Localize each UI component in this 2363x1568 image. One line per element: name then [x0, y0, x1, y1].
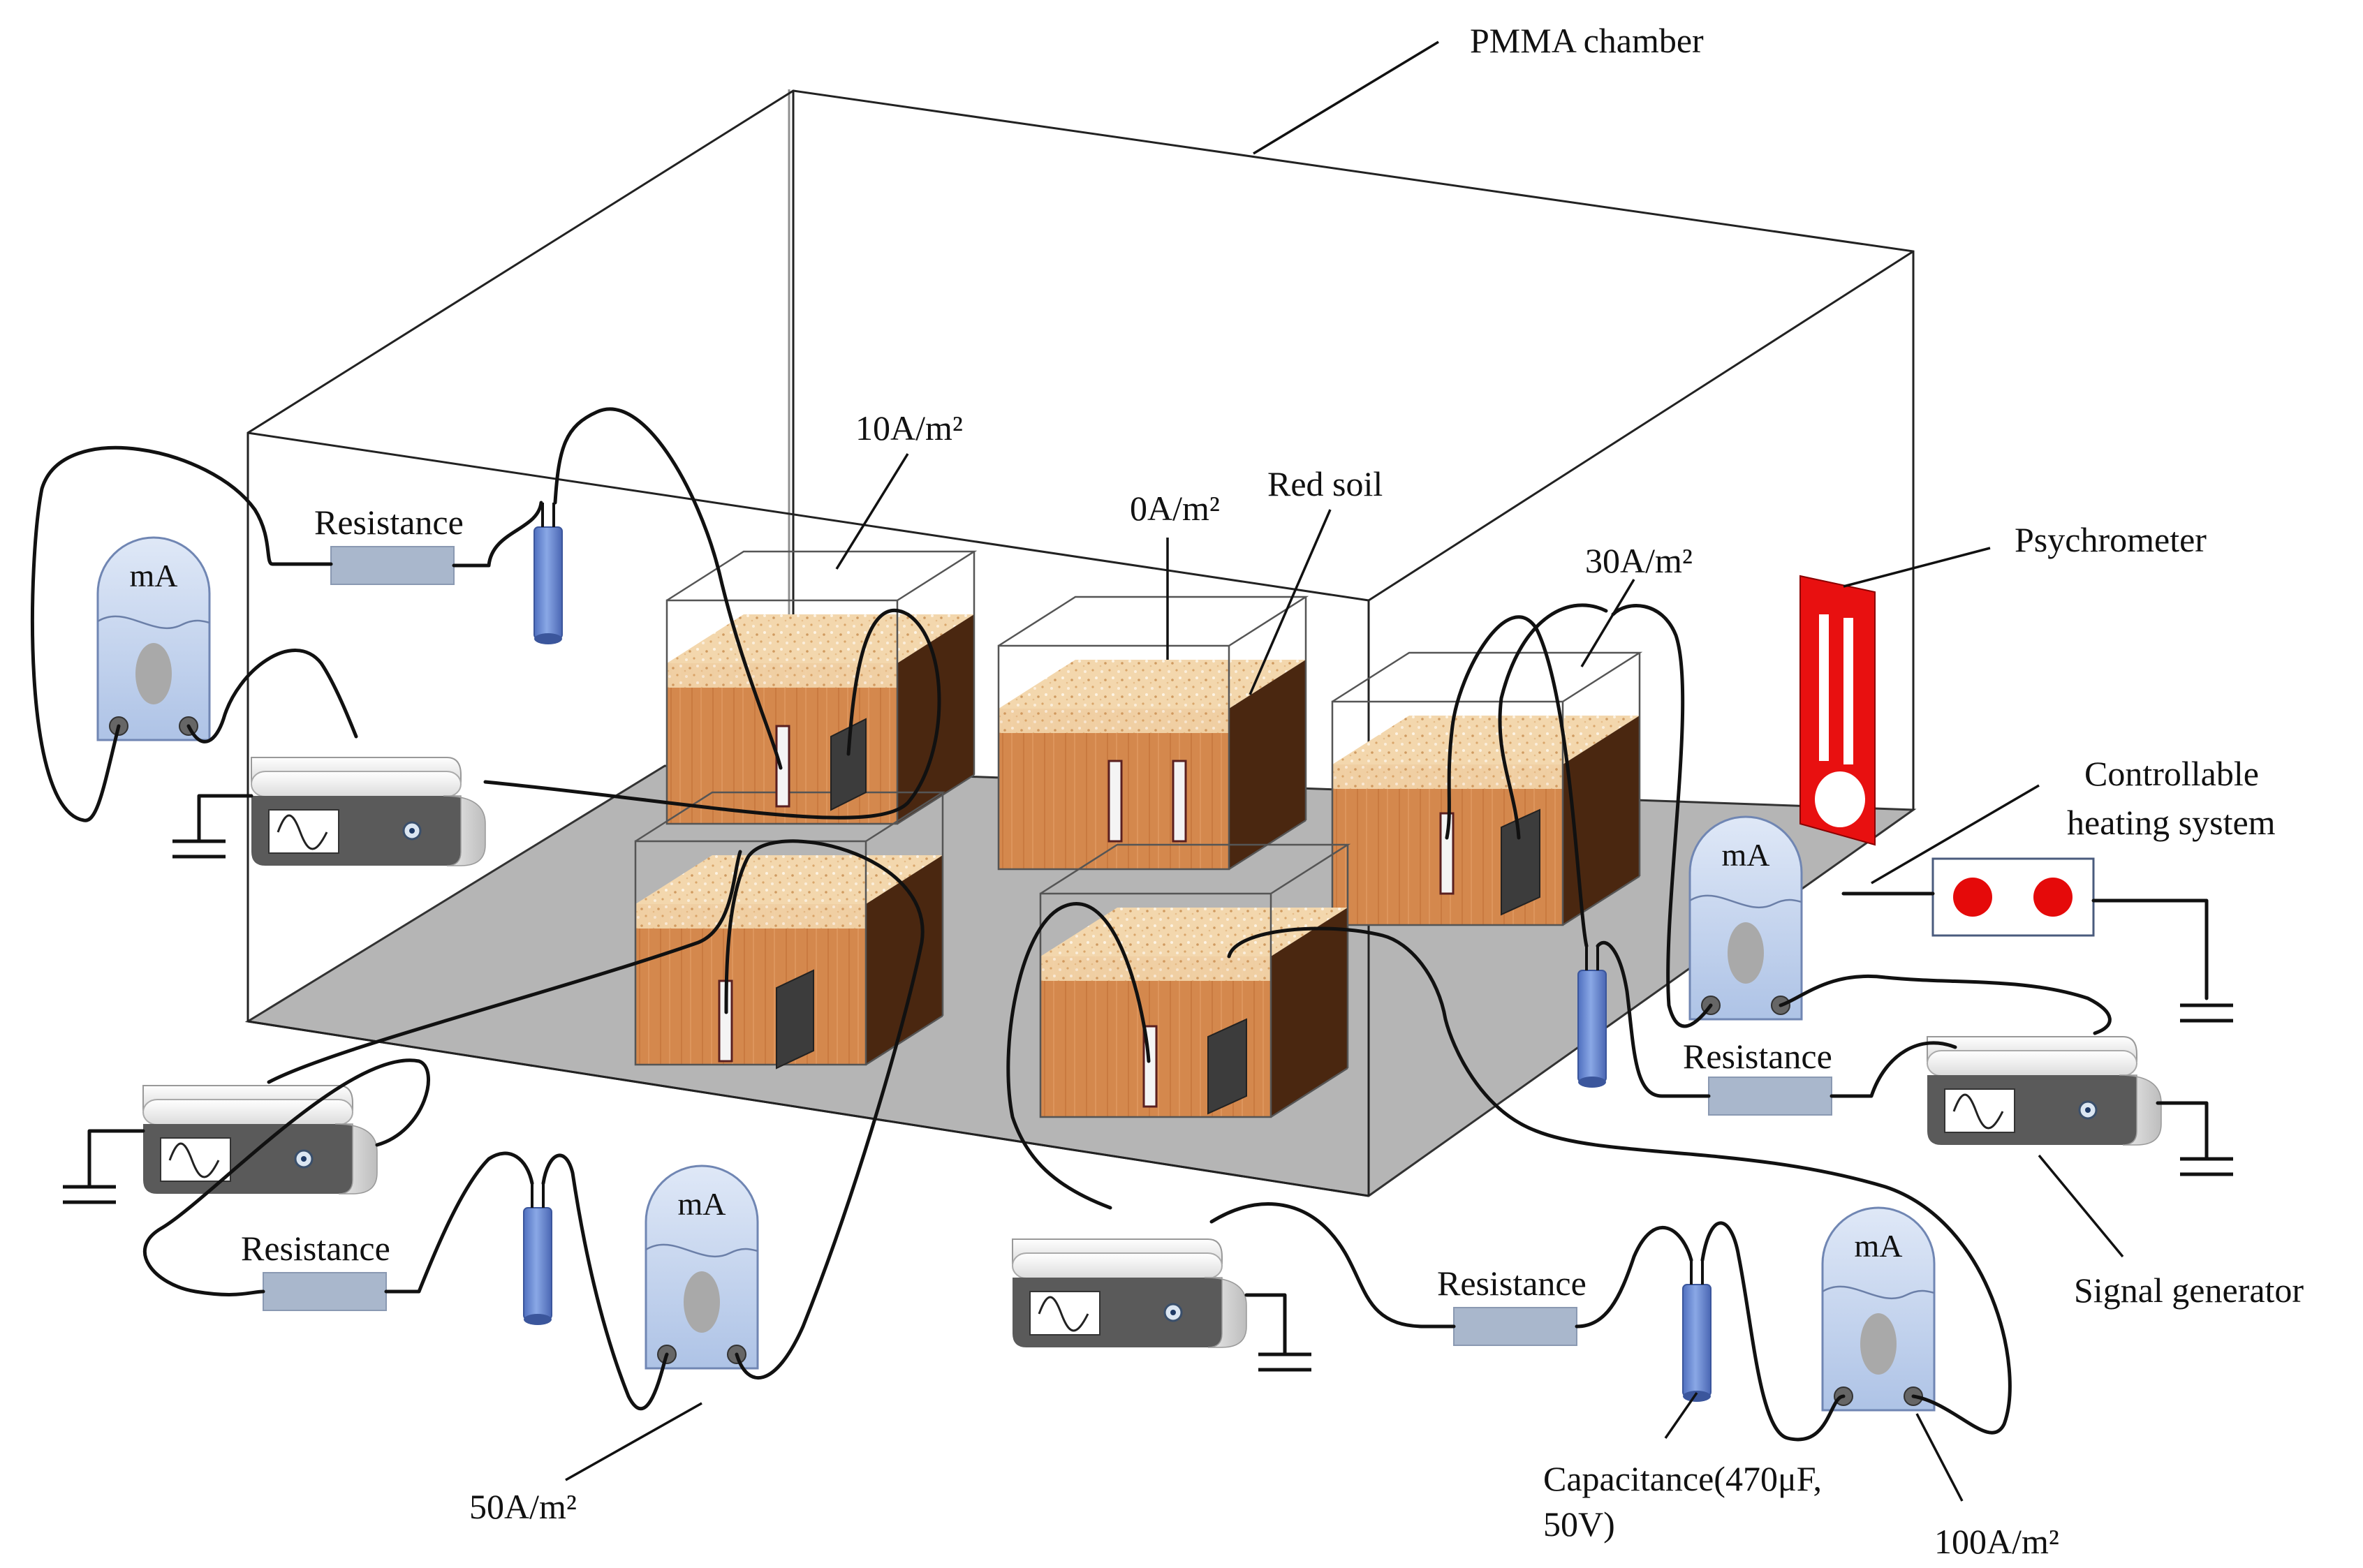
heating-system — [1841, 857, 2233, 1021]
ammeter-label-50: mA — [678, 1186, 726, 1222]
ground-100 — [1258, 1354, 1311, 1370]
circuit-30 — [1445, 603, 2233, 1174]
soil-box-30 — [1331, 651, 1641, 926]
label-100: 100A/m² — [1934, 1522, 2059, 1561]
capacitor-50 — [522, 1182, 553, 1326]
label-pmma-chamber: PMMA chamber — [1470, 21, 1704, 60]
label-30: 30A/m² — [1585, 541, 1693, 580]
capacitor-100 — [1681, 1259, 1712, 1403]
label-capacitance-1: Capacitance(470μF, — [1543, 1459, 1822, 1498]
electrodes — [718, 718, 1540, 1115]
label-heating-2: heating system — [2067, 803, 2276, 842]
circuit-100 — [1006, 902, 2012, 1442]
resistor-30 — [1708, 1077, 1832, 1116]
resistor-10 — [330, 546, 455, 585]
label-resistance-100: Resistance — [1437, 1264, 1587, 1303]
label-resistance-50: Resistance — [241, 1229, 390, 1268]
circuit-10 — [30, 407, 941, 867]
ammeter-label-30: mA — [1722, 837, 1770, 873]
label-resistance-10: Resistance — [314, 503, 464, 542]
label-psychrometer: Psychrometer — [2015, 520, 2207, 559]
ground-30 — [2180, 1159, 2233, 1174]
generator-10 — [250, 756, 487, 867]
soil-box-10 — [665, 550, 976, 825]
capacitor-10 — [533, 501, 564, 646]
resistor-100 — [1453, 1307, 1577, 1346]
circuit-50 — [63, 839, 925, 1411]
generator-100 — [1011, 1238, 1248, 1349]
ground-50 — [63, 1187, 116, 1202]
psychrometer — [1799, 575, 1876, 846]
label-resistance-30: Resistance — [1683, 1037, 1832, 1076]
soil-box-0 — [997, 596, 1307, 871]
chamber-front-edges — [247, 1020, 1369, 1197]
generator-50 — [142, 1084, 378, 1195]
label-signal-generator: Signal generator — [2074, 1271, 2304, 1310]
label-heating-1: Controllable — [2084, 754, 2259, 793]
ground-10 — [172, 841, 226, 857]
generator-30 — [1926, 1035, 2163, 1146]
resistor-50 — [263, 1272, 387, 1311]
label-50: 50A/m² — [469, 1487, 577, 1526]
ammeter-label-100: mA — [1855, 1228, 1903, 1264]
ammeter-label-10: mA — [130, 558, 178, 593]
label-red-soil: Red soil — [1267, 464, 1383, 503]
label-10: 10A/m² — [855, 408, 963, 448]
label-capacitance-2: 50V) — [1543, 1504, 1615, 1544]
labels: PMMA chamber 10A/m² 0A/m² Red soil 30A/m… — [130, 21, 2304, 1561]
label-0: 0A/m² — [1130, 489, 1220, 528]
